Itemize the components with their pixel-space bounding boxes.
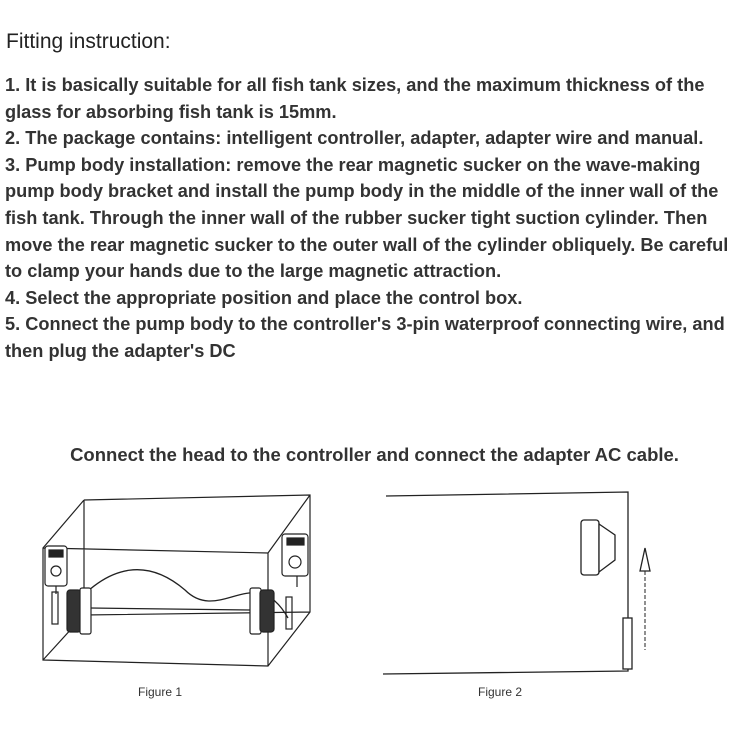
- connect-note: Connect the head to the controller and c…: [70, 444, 679, 465]
- figure-2-caption: Figure 2: [478, 685, 523, 699]
- arrow-up-icon: [639, 547, 651, 650]
- controller-icon: [281, 533, 309, 587]
- figure-1-tank-illustration: [42, 494, 311, 667]
- pump-icon: [51, 587, 92, 635]
- magnet-icon: [622, 617, 633, 670]
- pump-icon: [580, 519, 616, 576]
- figure-2-wall-illustration: [382, 491, 651, 675]
- instruction-2: 2. The package contains: intelligent con…: [5, 128, 704, 149]
- instruction-1: 1. It is basically suitable for all fish…: [5, 75, 705, 122]
- figure-1-caption: Figure 1: [138, 685, 183, 699]
- instruction-list: 1. It is basically suitable for all fish…: [5, 72, 747, 365]
- instruction-3: 3. Pump body installation: remove the re…: [5, 154, 729, 282]
- instruction-5: 5. Connect the pump body to the controll…: [5, 314, 725, 361]
- page-title: Fitting instruction:: [6, 30, 171, 53]
- controller-icon: [44, 545, 68, 594]
- instruction-4: 4. Select the appropriate position and p…: [5, 287, 523, 308]
- pump-icon: [249, 587, 293, 635]
